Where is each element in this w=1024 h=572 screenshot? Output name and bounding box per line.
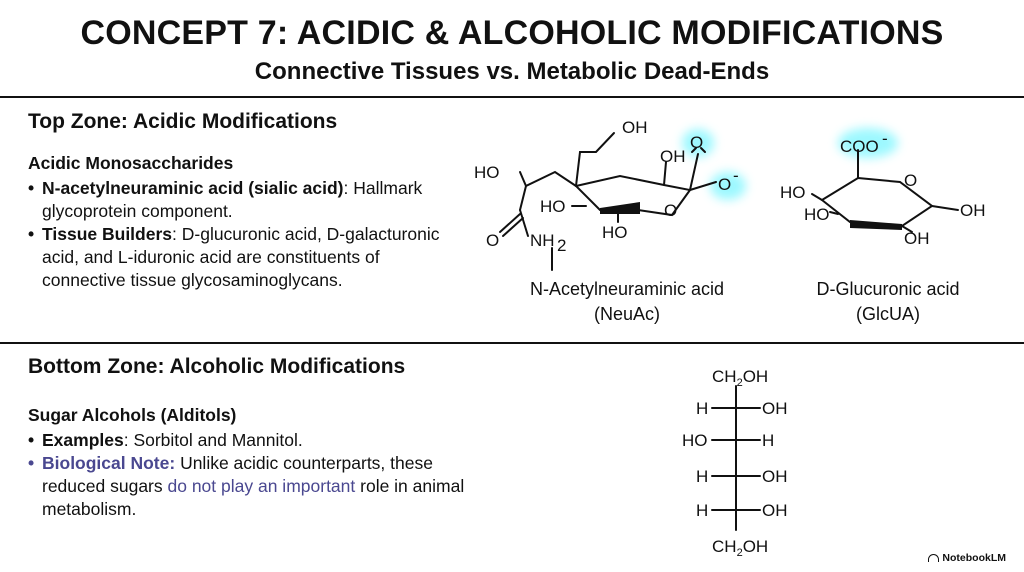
- top-zone-heading: Top Zone: Acidic Modifications: [28, 110, 338, 133]
- notebooklm-logo-icon: [928, 554, 940, 562]
- neuac-co-double: [691, 147, 706, 153]
- sugar-alcohols-heading: Sugar Alcohols (Alditols): [28, 405, 237, 425]
- neuac-ring-wedge: [600, 202, 640, 214]
- alditol-fischer-projection: CH2OH H OH HO H H OH H OH CH2OH: [682, 367, 788, 559]
- neuac-label: O: [718, 175, 731, 194]
- bullet-text: role in animal metabolism.: [42, 476, 465, 519]
- glcua-abbreviation: (GlcUA): [856, 304, 920, 324]
- glcua-label: O: [904, 171, 917, 190]
- fischer-label: CH2OH: [712, 537, 768, 559]
- fischer-label: H: [762, 431, 774, 450]
- list-item: Biological Note: Unlike acidic counterpa…: [28, 452, 468, 521]
- divider-top: [0, 96, 1024, 98]
- neuac-label: O: [690, 133, 703, 152]
- fischer-label: CH2OH: [712, 367, 768, 389]
- acidic-monosaccharides-heading: Acidic Monosaccharides: [28, 153, 234, 173]
- bullet-bold: N-acetylneuraminic acid (sialic acid): [42, 178, 344, 198]
- neuac-label: -: [733, 166, 739, 185]
- neuac-label: OH: [660, 147, 686, 166]
- neuac-o-minus-bond: [689, 181, 717, 191]
- neuac-label: O: [664, 201, 677, 220]
- fischer-label: H: [696, 399, 708, 418]
- bullet-text: : Sorbitol and Mannitol.: [123, 430, 303, 450]
- glcua-carboxylate-glow: [838, 128, 898, 158]
- neuac-side-chain-bond: [575, 132, 615, 187]
- acidic-bullet-list: N-acetylneuraminic acid (sialic acid): H…: [28, 177, 448, 292]
- list-item: Tissue Builders: D-glucuronic acid, D-ga…: [28, 223, 448, 292]
- neuac-glycerol-bond: [519, 170, 577, 211]
- highlight-text: do not play an important: [167, 476, 356, 496]
- page-title: CONCEPT 7: ACIDIC & ALCOHOLIC MODIFICATI…: [80, 14, 944, 52]
- neuac-co-double-bond: [499, 213, 524, 237]
- neuac-label: 2: [557, 236, 566, 255]
- bullet-bold: Biological Note:: [42, 453, 176, 473]
- neuac-label: HO: [540, 197, 566, 216]
- neuac-c1-bond: [689, 153, 699, 191]
- glcua-ring-wedge: [850, 220, 902, 230]
- glcua-ho1-bond: [811, 193, 823, 201]
- glcua-structure: COO - O HO HO OH OH D-Glucuronic acid (G…: [780, 128, 986, 324]
- glcua-oh-right-bond: [931, 205, 959, 211]
- glcua-oh-bottom-bond: [901, 225, 913, 233]
- neuac-label: O: [486, 231, 499, 250]
- bullet-text: : D-glucuronic acid, D-galacturonic acid…: [42, 224, 440, 290]
- neuac-label: HO: [602, 223, 628, 242]
- alditol-bullet-list: Examples: Sorbitol and Mannitol. Biologi…: [28, 429, 468, 521]
- fischer-label: H: [696, 467, 708, 486]
- neuac-ho-bond: [519, 171, 527, 187]
- neuac-amide-bond: [519, 209, 529, 237]
- neuac-carboxylate-glow: [710, 172, 746, 200]
- bullet-text: : Hallmark glycoprotein component.: [42, 178, 423, 221]
- glcua-label: -: [882, 129, 888, 148]
- neuac-label: HO: [474, 163, 500, 182]
- glcua-label: HO: [804, 205, 830, 224]
- glcua-label: OH: [904, 229, 930, 248]
- glcua-caption: D-Glucuronic acid: [816, 279, 959, 299]
- list-item: N-acetylneuraminic acid (sialic acid): H…: [28, 177, 448, 223]
- fischer-label: OH: [762, 399, 788, 418]
- bullet-bold: Tissue Builders: [42, 224, 173, 244]
- neuac-carbonyl-glow: [682, 129, 714, 157]
- neuac-abbreviation: (NeuAc): [594, 304, 660, 324]
- neuac-structure: OH HO O OH O - HO HO O O NH 2 N-Acetylne…: [474, 118, 746, 324]
- brand-name: NotebookLM: [942, 552, 1006, 564]
- bottom-zone-heading: Bottom Zone: Alcoholic Modifications: [28, 355, 406, 378]
- neuac-oh-bond: [663, 161, 667, 186]
- list-item: Examples: Sorbitol and Mannitol.: [28, 429, 468, 452]
- fischer-label: OH: [762, 501, 788, 520]
- neuac-label: NH: [530, 231, 555, 250]
- page-subtitle: Connective Tissues vs. Metabolic Dead-En…: [254, 58, 770, 85]
- bullet-text: Unlike acidic counterparts, these reduce…: [42, 453, 433, 496]
- bullet-bold: Examples: [42, 430, 124, 450]
- notebooklm-branding: NotebookLM: [928, 552, 1006, 564]
- glcua-label: HO: [780, 183, 806, 202]
- fischer-crossbars: [711, 407, 761, 511]
- divider-middle: [0, 342, 1024, 344]
- glcua-ho2-bond: [829, 211, 839, 215]
- glcua-label: OH: [960, 201, 986, 220]
- fischer-label: OH: [762, 467, 788, 486]
- bottom-zone-text: Sugar Alcohols (Alditols) Examples: Sorb…: [28, 404, 468, 521]
- fischer-label: H: [696, 501, 708, 520]
- top-zone-text: Acidic Monosaccharides N-acetylneuramini…: [28, 152, 448, 292]
- neuac-label: OH: [622, 118, 648, 137]
- neuac-caption: N-Acetylneuraminic acid: [530, 279, 724, 299]
- glcua-label: COO: [840, 137, 879, 156]
- fischer-label: HO: [682, 431, 708, 450]
